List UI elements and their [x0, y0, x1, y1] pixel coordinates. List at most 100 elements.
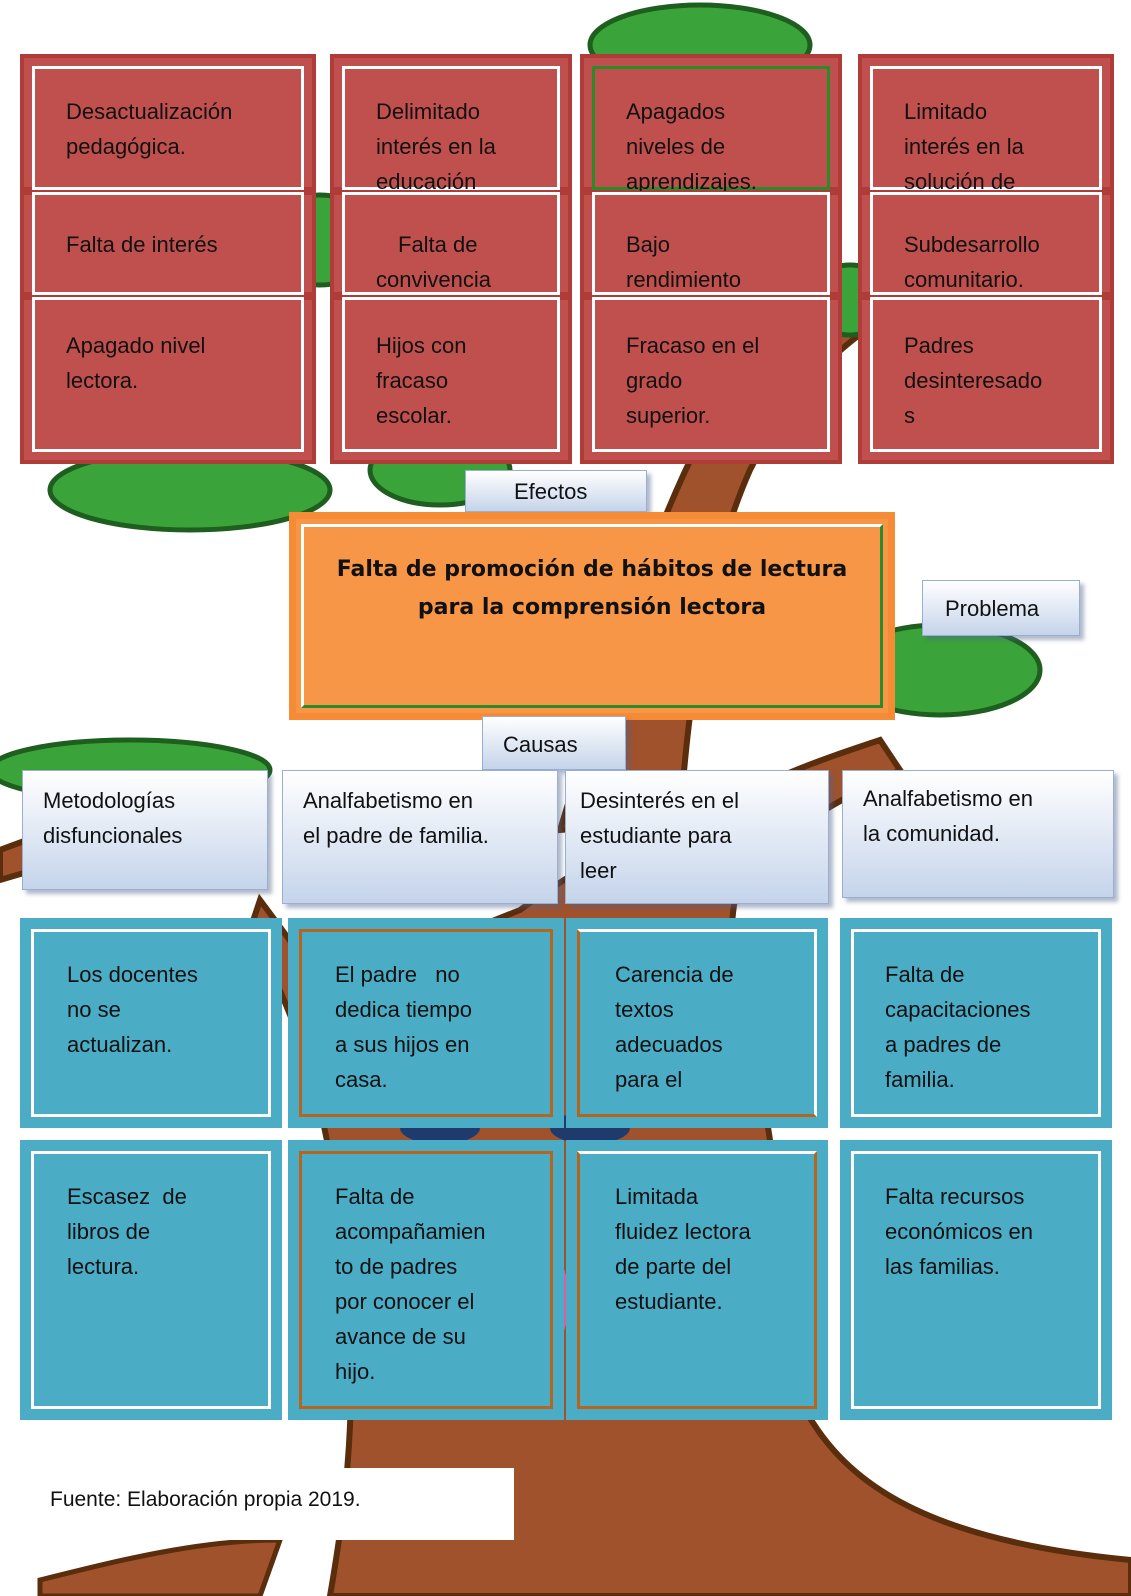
effect-text: Falta de interés [66, 227, 218, 262]
effect-line: niveles de [626, 134, 726, 159]
effect-line: fracaso [376, 368, 449, 393]
effect-line: Desactualización [66, 99, 233, 124]
cause-detail-line: Falta de [335, 1184, 415, 1209]
cause-detail-border [31, 929, 271, 1117]
cause-detail-line: dedica tiempo [335, 997, 472, 1022]
cause-detail-line: avance de su [335, 1324, 466, 1349]
problem-title: Falta de promoción de hábitos de lectura… [316, 551, 868, 627]
effect-text: Falta de convivencia [376, 227, 491, 297]
cause-detail-3-2: Limitada fluidez lectora de parte del es… [566, 1140, 828, 1420]
cause-detail-line: libros de [67, 1219, 151, 1244]
source-note: Fuente: Elaboración propia 2019. [20, 1468, 514, 1540]
effect-text: Limitado interés en la solución de [904, 94, 1024, 199]
cause-header-line: disfuncionales [43, 823, 183, 848]
effect-box-border [870, 66, 1102, 190]
problem-title-line: Falta de promoción de hábitos de lectura [336, 557, 848, 582]
effect-line: Apagado nivel [66, 333, 206, 358]
problem-box-border [301, 524, 883, 708]
effect-line: Falta de interés [66, 232, 218, 257]
cause-header-line: Analfabetismo en [303, 788, 473, 813]
cause-header-4: Analfabetismo en la comunidad. [842, 770, 1114, 898]
cause-detail-line: para el [615, 1067, 683, 1092]
cause-detail-line: fluidez lectora [615, 1219, 751, 1244]
effect-text: Fracaso en el grado superior. [626, 328, 759, 433]
effect-line: educación [376, 169, 477, 194]
effect-box-3-bottom: Fracaso en el grado superior. [580, 296, 842, 464]
cause-detail-line: no se [67, 997, 121, 1022]
effect-box-border [32, 192, 304, 295]
effect-box-border [592, 297, 830, 452]
source-text: Fuente: Elaboración propia 2019. [50, 1488, 361, 1511]
effect-line: rendimiento [626, 267, 741, 292]
problem-title-line: para la comprensión lectora [417, 595, 767, 620]
cause-header-line: el padre de familia. [303, 823, 489, 848]
cause-detail-line: por conocer el [335, 1289, 475, 1314]
cause-detail-line: actualizan. [67, 1032, 173, 1057]
cause-header-line: estudiante para [580, 823, 732, 848]
effect-line: Padres [904, 333, 974, 358]
cause-detail-text: Falta de capacitaciones a padres de fami… [885, 957, 1031, 1097]
effect-box-2-top: Delimitado interés en la educación [330, 54, 572, 194]
effect-text: Bajo rendimiento [626, 227, 741, 297]
cause-header-line: Analfabetismo en [863, 786, 1033, 811]
effect-line: lectora. [66, 368, 139, 393]
problem-box: Falta de promoción de hábitos de lectura… [289, 512, 895, 720]
effect-box-4-middle: Subdesarrollo comunitario. [858, 191, 1114, 296]
effect-line: Subdesarrollo [904, 232, 1040, 257]
effect-line: Apagados [626, 99, 726, 124]
cause-detail-text: Limitada fluidez lectora de parte del es… [615, 1179, 751, 1319]
effect-box-border [32, 66, 304, 190]
effect-box-1-bottom: Apagado nivel lectora. [20, 296, 316, 464]
cause-detail-text: Falta de acompañamien to de padres por c… [335, 1179, 485, 1389]
effect-box-1-top: Desactualización pedagógica. [20, 54, 316, 191]
effect-box-4-top: Limitado interés en la solución de [858, 54, 1114, 194]
effect-line: Falta de [398, 232, 478, 257]
cause-header-line: leer [580, 858, 617, 883]
effect-line: comunitario. [904, 267, 1024, 292]
effect-line: desinteresado [904, 368, 1043, 393]
cause-header-line: Metodologías [43, 788, 176, 813]
effects-label: Efectos [465, 470, 647, 512]
effect-text: Delimitado interés en la educación [376, 94, 496, 199]
cause-detail-text: Los docentes no se actualizan. [67, 957, 198, 1062]
effect-box-border [342, 192, 560, 295]
cause-header-3: Desinterés en el estudiante para leer [565, 770, 829, 904]
cause-detail-4-1: Falta de capacitaciones a padres de fami… [840, 918, 1112, 1128]
cause-header-text: Metodologías disfuncionales [43, 783, 182, 853]
effect-line: Hijos con [376, 333, 467, 358]
cause-detail-1-1: Los docentes no se actualizan. [20, 918, 282, 1128]
cause-detail-line: adecuados [615, 1032, 723, 1057]
effects-label-text: Efectos [514, 479, 588, 504]
cause-header-1: Metodologías disfuncionales [22, 770, 268, 890]
cause-detail-line: casa. [335, 1067, 388, 1092]
effect-line: Delimitado [376, 99, 480, 124]
cause-detail-line: El padre no [335, 962, 460, 987]
cause-detail-line: estudiante. [615, 1289, 723, 1314]
cause-detail-border [577, 929, 817, 1117]
cause-detail-line: las familias. [885, 1254, 1000, 1279]
cause-detail-3-1: Carencia de textos adecuados para el [566, 918, 828, 1128]
cause-detail-line: lectura. [67, 1254, 140, 1279]
cause-detail-line: económicos en [885, 1219, 1033, 1244]
cause-detail-border [851, 1151, 1101, 1409]
cause-header-2: Analfabetismo en el padre de familia. [282, 770, 558, 904]
cause-detail-line: familia. [885, 1067, 955, 1092]
effect-line: solución de [904, 169, 1016, 194]
effect-line: pedagógica. [66, 134, 186, 159]
cause-detail-border [851, 929, 1101, 1117]
effect-box-2-middle: Falta de convivencia [330, 191, 572, 296]
cause-detail-line: Falta de [885, 962, 965, 987]
effect-box-border [592, 66, 830, 190]
cause-detail-border [299, 929, 553, 1117]
cause-header-text: Desinterés en el estudiante para leer [580, 783, 739, 888]
causes-label-text: Causas [503, 732, 578, 757]
effect-box-border [592, 192, 830, 295]
effect-box-3-middle: Bajo rendimiento [580, 191, 842, 296]
effect-line: superior. [626, 403, 711, 428]
effect-box-3-top: Apagados niveles de aprendizajes. [580, 54, 842, 194]
cause-detail-line: hijo. [335, 1359, 376, 1384]
effect-box-border [342, 297, 560, 452]
effect-text: Subdesarrollo comunitario. [904, 227, 1040, 297]
cause-detail-text: Falta recursos económicos en las familia… [885, 1179, 1033, 1284]
cause-detail-2-1: El padre no dedica tiempo a sus hijos en… [288, 918, 564, 1128]
